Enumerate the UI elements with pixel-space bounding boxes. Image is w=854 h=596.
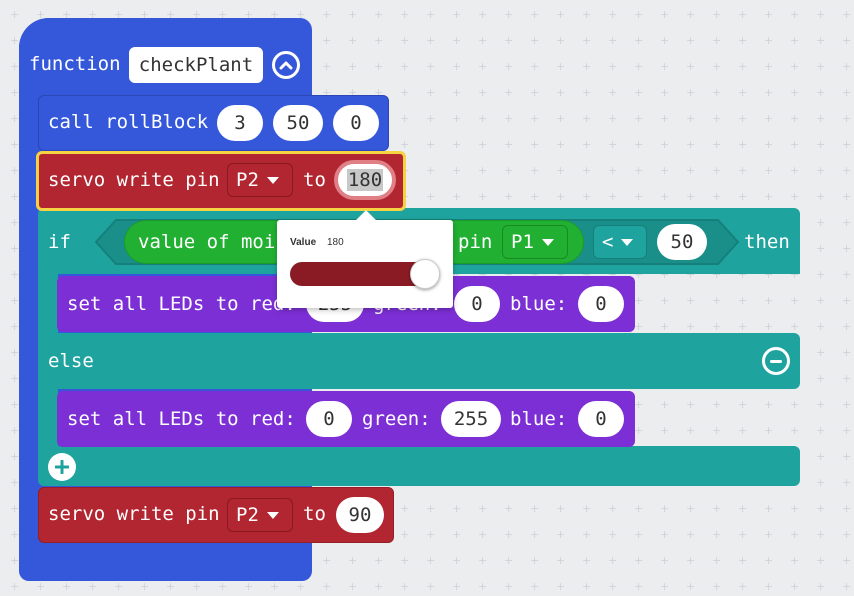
- popup-value-readout: 180: [327, 237, 344, 248]
- servo2-to-label: to: [303, 503, 326, 525]
- call-rollblock-block[interactable]: [38, 95, 389, 151]
- if-label: if: [48, 231, 71, 253]
- servo1-value-field[interactable]: 180: [334, 160, 396, 200]
- chevron-down-icon: [541, 238, 554, 246]
- if-block-footer: [38, 446, 800, 486]
- collapse-icon[interactable]: [272, 51, 300, 79]
- function-keyword: function: [29, 53, 121, 75]
- popup-value-label: Value: [290, 237, 317, 248]
- leds1-blue-label: blue:: [510, 293, 568, 315]
- chevron-down-icon: [266, 176, 279, 184]
- servo-write-block-2[interactable]: [38, 487, 394, 543]
- else-label: else: [48, 350, 94, 372]
- sensor-pin-dropdown[interactable]: P1: [502, 225, 568, 259]
- servo1-label: servo write pin: [48, 169, 220, 191]
- leds2-label: set all LEDs to red:: [67, 408, 296, 430]
- servo2-pin-value: P2: [236, 504, 259, 526]
- operator-dropdown[interactable]: <: [593, 225, 647, 259]
- leds1-label: set all LEDs to red:: [67, 293, 296, 315]
- chevron-down-icon: [621, 238, 634, 246]
- leds2-green-field[interactable]: 255: [441, 401, 501, 437]
- slider-fill: [290, 262, 429, 286]
- leds2-blue-label: blue:: [510, 408, 568, 430]
- remove-else-icon[interactable]: [762, 347, 790, 375]
- compare-value-field[interactable]: 50: [657, 224, 707, 260]
- servo1-value-text[interactable]: 180: [346, 169, 384, 191]
- if-block-spine-2: [38, 386, 58, 448]
- servo2-pin-dropdown[interactable]: P2: [227, 498, 293, 532]
- function-name-field[interactable]: checkPlant: [129, 47, 263, 83]
- sensor-pin-label: pin: [458, 231, 493, 253]
- if-block-spine-1: [38, 270, 58, 336]
- call-arg-1[interactable]: 3: [217, 105, 263, 141]
- leds2-green-label: green:: [362, 408, 431, 430]
- sensor-pin-value: P1: [511, 231, 534, 253]
- else-row: [38, 333, 800, 389]
- leds1-blue-field[interactable]: 0: [578, 286, 624, 322]
- call-arg-2[interactable]: 50: [273, 105, 323, 141]
- slider-track[interactable]: [290, 259, 440, 289]
- then-label: then: [744, 231, 790, 253]
- call-arg-3[interactable]: 0: [333, 105, 379, 141]
- sensor-label: value of moi: [138, 231, 276, 253]
- call-label: call rollBlock: [48, 111, 209, 133]
- chevron-down-icon: [266, 511, 279, 519]
- servo2-value-field[interactable]: 90: [336, 497, 384, 533]
- function-block-notch: [19, 18, 134, 48]
- add-branch-icon[interactable]: [48, 453, 76, 481]
- leds2-red-field[interactable]: 0: [306, 401, 352, 437]
- servo1-pin-value: P2: [236, 169, 259, 191]
- servo1-to-label: to: [303, 169, 326, 191]
- leds2-blue-field[interactable]: 0: [578, 401, 624, 437]
- leds1-green-field[interactable]: 0: [454, 286, 500, 322]
- slider-thumb[interactable]: [410, 259, 440, 289]
- operator-value: <: [602, 231, 614, 253]
- value-slider-popup: Value 180: [277, 210, 453, 308]
- servo2-label: servo write pin: [48, 503, 220, 525]
- servo1-pin-dropdown[interactable]: P2: [227, 163, 293, 197]
